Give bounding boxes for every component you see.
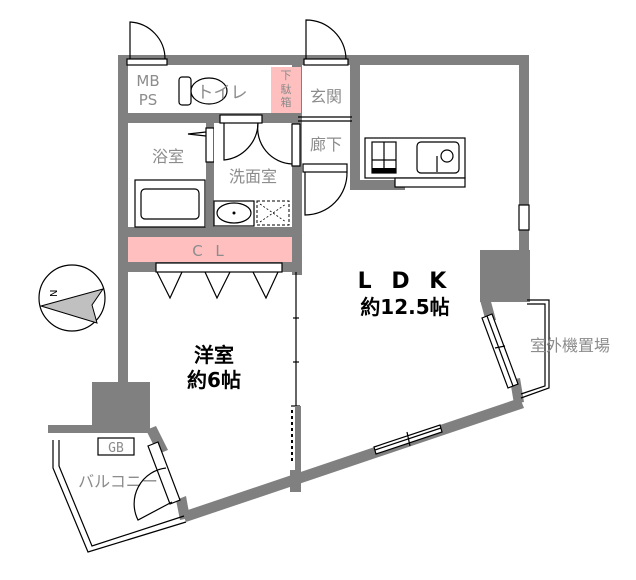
north-arrow-icon <box>39 288 105 324</box>
outdoor-unit-area: 室外機置場 <box>520 299 610 399</box>
partition-sliding-door <box>291 272 301 492</box>
mbps-label-line2: PS <box>139 91 158 109</box>
outdoor-unit-label: 室外機置場 <box>530 336 610 355</box>
bathroom-label: 浴室 <box>152 147 184 166</box>
shoe-box-char-3: 箱 <box>281 95 292 109</box>
shoe-box-char-1: 下 <box>281 69 292 82</box>
ldk-side-window <box>481 313 519 389</box>
western-room-size: 約6帖 <box>187 368 241 392</box>
hallway-label: 廊下 <box>310 135 342 154</box>
closet-label: C L <box>192 242 228 260</box>
ldk-size: 約12.5帖 <box>360 295 449 319</box>
shoe-box: 下 駄 箱 <box>271 67 301 113</box>
balcony-label: バルコニー <box>78 472 158 491</box>
toilet-tank-icon <box>178 76 192 106</box>
toilet-room: トイレ <box>177 67 261 113</box>
kitchen-counter <box>364 137 466 188</box>
compass-north-label: N <box>49 290 60 297</box>
mbps-room: MB PS <box>128 67 168 113</box>
compass: N <box>38 264 106 332</box>
hallway: 廊下 <box>302 123 350 216</box>
mbps-label-line1: MB <box>136 72 159 90</box>
western-room: 洋室 約6帖 <box>187 343 241 392</box>
south-window <box>373 424 443 455</box>
window-right <box>518 204 530 231</box>
entrance-label: 玄関 <box>310 87 342 106</box>
closet: C L <box>128 237 292 300</box>
ldk-name: L D K <box>358 269 453 294</box>
washroom-label: 洗面室 <box>229 167 277 186</box>
balcony: GB バルコニー <box>52 437 187 553</box>
entrance-doors <box>126 19 349 66</box>
entrance-room: 玄関 <box>298 67 352 122</box>
washroom: 洗面室 <box>213 114 301 227</box>
toilet-bowl-icon <box>190 77 228 105</box>
ldk-room: L D K 約12.5帖 <box>358 269 453 319</box>
washing-machine-space-icon <box>256 200 290 226</box>
bathroom: 浴室 <box>134 124 215 228</box>
toilet-label: トイレ <box>197 83 248 103</box>
gas-boiler-label: GB <box>108 441 124 456</box>
gas-boiler-box <box>97 437 135 456</box>
shoe-box-char-2: 駄 <box>281 82 292 96</box>
western-room-name: 洋室 <box>194 343 234 367</box>
bathtub-icon <box>134 179 206 228</box>
